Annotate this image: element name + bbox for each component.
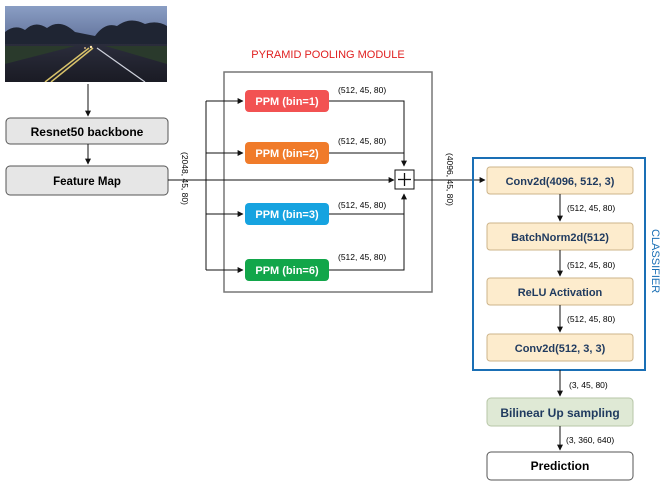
batchnorm-label: BatchNorm2d(512): [511, 232, 609, 244]
upsample-out-shape: (3, 360, 640): [566, 435, 614, 445]
classifier-out-shape: (3, 45, 80): [569, 380, 608, 390]
ppm-module-frame: [223, 71, 433, 293]
ppm-label-2: PPM (bin=2): [255, 148, 319, 160]
classifier-layer-3: ReLU Activation: [486, 277, 634, 306]
prediction-label: Prediction: [531, 459, 590, 473]
concat-plus-node: [394, 169, 415, 190]
ppm-label-3: PPM (bin=3): [255, 209, 319, 221]
ppm-module-title: PYRAMID POOLING MODULE: [251, 49, 404, 61]
feature-map-box: Feature Map: [5, 165, 169, 196]
conv2d-4096-label: Conv2d(4096, 512, 3): [506, 176, 615, 188]
ppm-branch-6: PPM (bin=6): [245, 259, 329, 281]
upsample-box: Bilinear Up sampling: [486, 397, 634, 427]
concat-shape-label: (4096, 45, 80): [445, 153, 455, 206]
upsample-label: Bilinear Up sampling: [500, 406, 619, 420]
ppm-label-1: PPM (bin=1): [255, 96, 319, 108]
relu-label: ReLU Activation: [518, 287, 603, 299]
ppm-label-6: PPM (bin=6): [255, 265, 319, 277]
classifier-frame: [472, 157, 646, 371]
ppm-branch-2: PPM (bin=2): [245, 142, 329, 164]
ppm-branch-1: PPM (bin=1): [245, 90, 329, 112]
ppm-branch-3: PPM (bin=3): [245, 203, 329, 225]
ppm-shape-2: (512, 45, 80): [338, 136, 386, 146]
road-scene-photo-icon: [5, 6, 167, 82]
classifier-layer-2: BatchNorm2d(512): [486, 222, 634, 251]
arrow-ppm-6-to-concat: [329, 193, 407, 271]
feature-map-label: Feature Map: [53, 176, 121, 188]
ppm-shape-1: (512, 45, 80): [338, 85, 386, 95]
arrow-ppm-1-to-concat: [329, 100, 407, 167]
ppm-shape-3: (512, 45, 80): [338, 200, 386, 210]
prediction-box: Prediction: [486, 451, 634, 481]
classifier-layer-1: Conv2d(4096, 512, 3): [486, 166, 634, 195]
layer-2-shape: (512, 45, 80): [567, 260, 615, 270]
input-image: [5, 6, 167, 82]
feature-shape-label: (2048, 45, 80): [180, 152, 190, 205]
classifier-title: CLASSIFIER: [649, 229, 661, 293]
conv2d-512-label: Conv2d(512, 3, 3): [515, 343, 606, 355]
classifier-layer-4: Conv2d(512, 3, 3): [486, 333, 634, 362]
backbone-label: Resnet50 backbone: [31, 125, 144, 139]
ppm-shape-6: (512, 45, 80): [338, 252, 386, 262]
layer-1-shape: (512, 45, 80): [567, 203, 615, 213]
layer-3-shape: (512, 45, 80): [567, 314, 615, 324]
backbone-box: Resnet50 backbone: [5, 117, 169, 145]
